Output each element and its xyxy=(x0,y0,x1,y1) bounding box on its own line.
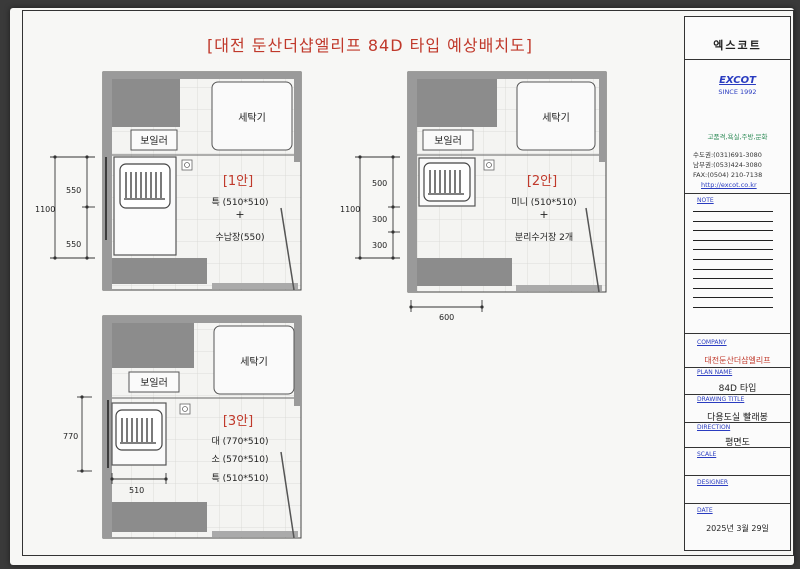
date-value: 2025년 3월 29일 xyxy=(706,524,769,533)
plan-name-label: PLAN NAME xyxy=(697,369,733,376)
plan-3-bottom-block xyxy=(112,502,207,532)
plan-2-dim-total: 1100 xyxy=(340,205,360,214)
plan-1-counter xyxy=(112,79,180,127)
plan-1-dim-upper: 550 xyxy=(66,186,81,195)
designer-label: DESIGNER xyxy=(697,479,729,486)
plan-3-boiler xyxy=(128,371,180,393)
plan-3-drain xyxy=(179,403,191,415)
plan-name-value: 84D 타입 xyxy=(718,384,757,394)
plan-1-dim-total: 1100 xyxy=(35,205,55,214)
note-lines xyxy=(693,211,773,317)
plan-1-line-3: 수납장(550) xyxy=(215,232,264,243)
plan-2-bottom-block xyxy=(417,258,512,286)
plan-2-washer xyxy=(516,81,596,151)
drawing-title-value: 다용도실 빨래봉 xyxy=(707,413,768,423)
drawing-frame xyxy=(22,10,794,556)
plan-3-counter xyxy=(112,323,194,368)
plan-1-left-wall xyxy=(103,72,112,290)
plan-1-top-wall xyxy=(103,72,301,79)
plan-3-dim-width: 510 xyxy=(129,486,144,495)
brand-logo: EXCOT xyxy=(719,75,756,86)
plan-3-line-2: 소 (570*510) xyxy=(211,454,268,465)
plan-3-dish-rack xyxy=(120,418,156,444)
plan-1-label: [1안] xyxy=(223,174,253,189)
plan-1-dish-rack xyxy=(124,172,165,200)
plan-2-line-2: + xyxy=(539,208,548,221)
plan-2-label: [2안] xyxy=(527,174,557,189)
plan-2-dish-rack xyxy=(428,170,464,195)
plan-1-door-swing xyxy=(280,207,295,291)
plan-1-drain xyxy=(181,159,193,171)
plan-2-washer-label: 세탁기 xyxy=(542,112,570,124)
plan-1-basin xyxy=(119,163,171,209)
plan-2-line-3: 분리수거장 2개 xyxy=(515,232,573,243)
plan-3-washer-label: 세탁기 xyxy=(240,356,268,368)
plan-2-dim-b: 300 xyxy=(372,215,387,224)
scale-label: SCALE xyxy=(697,451,717,458)
plan-2-drain xyxy=(483,159,495,171)
website-link[interactable]: http://excot.co.kr xyxy=(701,181,757,189)
plan-1-washer-label: 세탁기 xyxy=(238,112,266,124)
company-label: COMPANY xyxy=(697,339,727,346)
plan-2: 세탁기 보일러 [2안] 미니 (510*510) + 분리수거장 2개 xyxy=(340,71,607,322)
direction-value: 평면도 xyxy=(725,438,750,448)
brand-korean: 엑스코트 xyxy=(713,39,762,52)
plan-2-dim-width: 600 xyxy=(439,313,454,322)
plan-3-line-3: 특 (510*510) xyxy=(211,473,268,484)
contact-fax: FAX:(0504) 210-7138 xyxy=(693,171,763,179)
plan-3-line-1: 대 (770*510) xyxy=(211,436,268,447)
plan-3-boiler-label: 보일러 xyxy=(140,377,168,389)
plan-2-counter xyxy=(417,79,497,127)
title-block: 엑스코트 EXCOT SINCE 1992 고품격,욕실,주방,문화 수도권:(… xyxy=(684,16,791,551)
plan-1-line-1: 특 (510*510) xyxy=(211,197,268,208)
plan-1-boiler xyxy=(130,129,178,151)
note-label: NOTE xyxy=(697,197,714,204)
direction-label: DIRECTION xyxy=(697,424,731,431)
company-value: 대전둔산더샵엘리프 xyxy=(704,356,771,365)
plan-2-boiler-label: 보일러 xyxy=(434,135,462,147)
plan-3-washer xyxy=(213,325,295,395)
brand-since: SINCE 1992 xyxy=(718,88,757,96)
plan-1-washer xyxy=(211,81,293,151)
plan-2-boiler xyxy=(422,129,474,151)
plan-1: 세탁기 보일러 [1안] 특 (510*510) + 수납장(550) xyxy=(35,71,302,291)
drawing-title-label: DRAWING TITLE xyxy=(697,396,745,403)
plan-1-door-sill xyxy=(212,283,298,289)
plan-3-dimension-lines xyxy=(77,396,167,484)
plan-2-dim-a: 500 xyxy=(372,179,387,188)
plan-1-dim-lower: 550 xyxy=(66,240,81,249)
plan-1-right-wall xyxy=(294,72,301,162)
plan-3-label: [3안] xyxy=(223,414,253,429)
plan-3: 세탁기 보일러 [3안] 대 (770*510) 소 (570*510) 특 (… xyxy=(63,315,302,539)
plan-2-dimension-lines xyxy=(355,156,483,312)
plan-1-line-2: + xyxy=(235,208,244,221)
plan-2-line-1: 미니 (510*510) xyxy=(511,197,576,208)
plan-1-boiler-label: 보일러 xyxy=(140,135,168,147)
plan-1-bottom-block xyxy=(112,258,207,284)
drawing-title: [대전 둔산더샵엘리프 84D 타입 예상배치도] xyxy=(206,36,534,55)
contact-list: 수도권:(031)691-3080 남부권:(053)424-3080 FAX:… xyxy=(693,150,762,190)
contact-seoul: 수도권:(031)691-3080 xyxy=(693,151,762,159)
plan-3-dim-height: 770 xyxy=(63,432,78,441)
brand-tagline: 고품격,욕실,주방,문화 xyxy=(707,133,768,141)
plan-2-dim-c: 300 xyxy=(372,241,387,250)
date-label: DATE xyxy=(697,507,713,514)
contact-south: 남부권:(053)424-3080 xyxy=(693,161,762,169)
